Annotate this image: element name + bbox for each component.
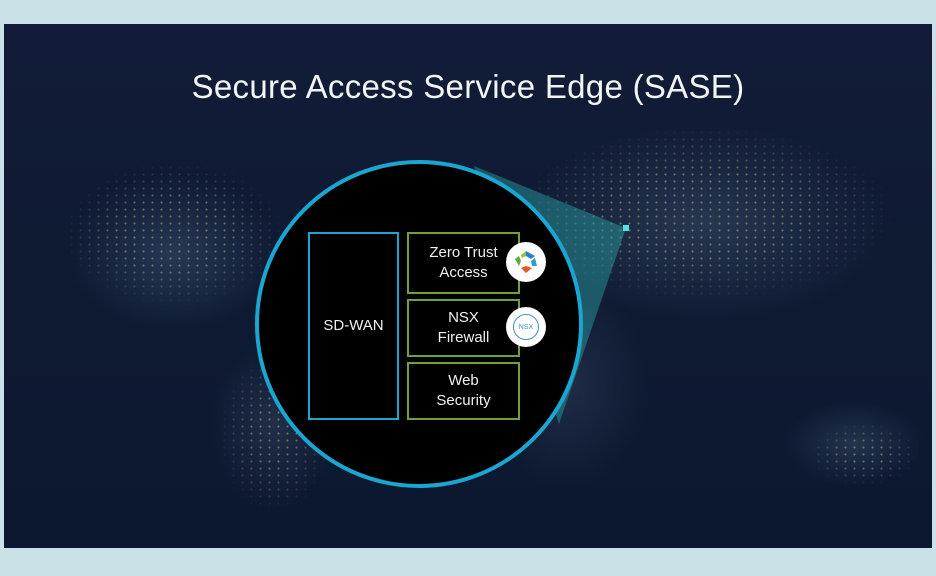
service-label: Firewall xyxy=(437,329,490,346)
sd-wan-box: SD-WAN xyxy=(308,232,399,420)
location-marker xyxy=(623,225,629,231)
nsx-logo-icon: NSX xyxy=(506,307,546,347)
service-label: NSX xyxy=(448,309,479,326)
service-label: Access xyxy=(439,264,488,281)
nsx-badge: NSX xyxy=(513,314,539,340)
sd-wan-label: SD-WAN xyxy=(323,317,384,334)
service-label: Web xyxy=(448,372,479,389)
nsx-firewall-box: NSX Firewall xyxy=(407,299,520,357)
service-label: Security xyxy=(436,392,491,409)
zero-trust-logo-icon xyxy=(506,242,546,282)
service-label: Zero Trust xyxy=(429,244,498,261)
slide: Secure Access Service Edge (SASE) SD-WAN… xyxy=(4,24,932,548)
slide-title: Secure Access Service Edge (SASE) xyxy=(191,68,745,105)
